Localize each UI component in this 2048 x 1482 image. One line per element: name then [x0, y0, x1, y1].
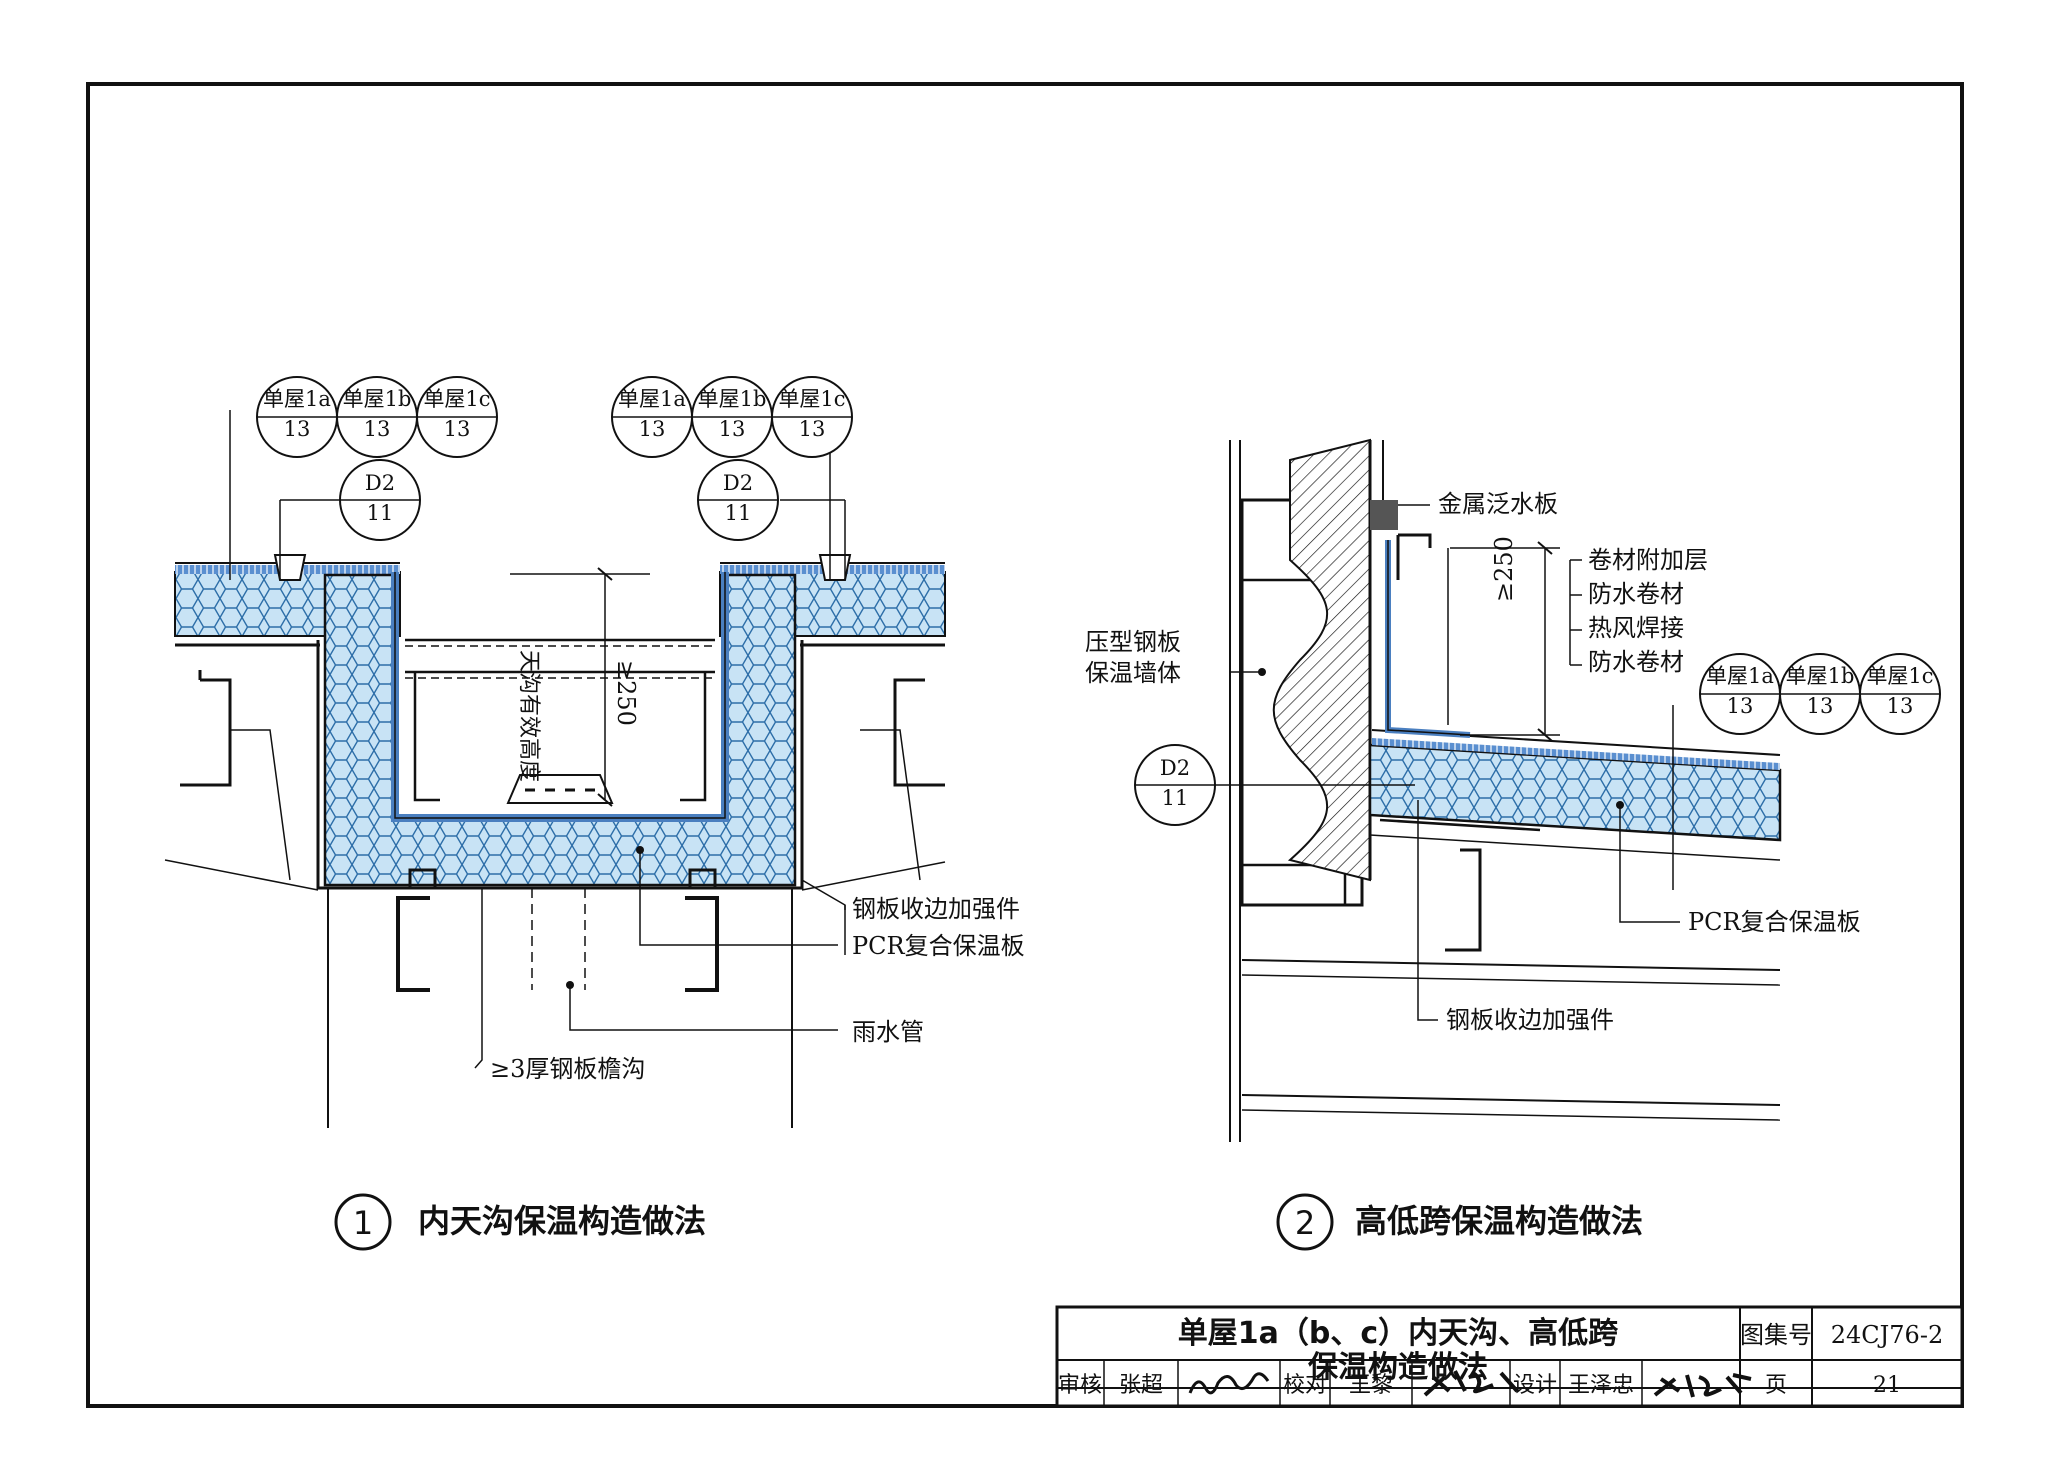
ref-r3-bottom: 13: [799, 417, 826, 441]
tb-title-line1: 单屋1a（b、c）内天沟、高低跨: [1178, 1316, 1619, 1351]
designer-signature: [1653, 1373, 1752, 1398]
label-edge-stiffener-2: 钢板收边加强件: [1446, 1006, 1614, 1034]
label-edge-stiffener-1: 钢板收边加强件: [852, 895, 1020, 923]
ref-r3-top: 单屋1c: [778, 387, 845, 411]
ref-l1-bottom: 13: [284, 417, 311, 441]
tb-atlas-no: 24CJ76-2: [1831, 1321, 1943, 1349]
tb-page-no: 21: [1873, 1373, 1901, 1398]
label-downpipe: 雨水管: [852, 1018, 924, 1046]
label-membrane-3: 热风焊接: [1588, 614, 1684, 642]
wall-insulation: [1272, 438, 1371, 882]
dim-250-detail2: ≥250: [1490, 536, 1518, 602]
ref-d2-1-bottom: 13: [1727, 694, 1754, 718]
ref-d2-2-top: 单屋1b: [1786, 664, 1855, 688]
ref-l1-top: 单屋1a: [263, 387, 331, 411]
tb-checker: 王黎: [1349, 1373, 1393, 1398]
detail-1-number: 1: [353, 1204, 373, 1242]
tb-design-label: 设计: [1513, 1373, 1557, 1398]
ref-r1-bottom: 13: [639, 417, 666, 441]
detail-2-number-circle: [1276, 1193, 1334, 1251]
tb-designer: 王泽忠: [1568, 1373, 1634, 1398]
dim-250-detail1: ≥250: [612, 660, 640, 726]
tb-reviewer: 张超: [1119, 1373, 1163, 1398]
detail-2-drawing: [1160, 438, 1782, 1142]
tb-page-label: 页: [1765, 1373, 1787, 1398]
detail-1-number-circle: [334, 1193, 392, 1251]
detail-2-title: 高低跨保温构造做法: [1355, 1202, 1643, 1240]
ref-l3-bottom: 13: [444, 417, 471, 441]
checker-signature: [1423, 1370, 1519, 1397]
roof-insulation-low: [1368, 743, 1782, 842]
detail-2-number: 2: [1295, 1204, 1315, 1242]
ref-d2-2-bottom: 13: [1807, 694, 1834, 718]
label-pcr-board-1: PCR复合保温板: [852, 932, 1025, 960]
d2-left-bottom: 11: [367, 501, 394, 525]
ref-d2-3-top: 单屋1c: [1866, 664, 1933, 688]
ref-r2-bottom: 13: [719, 417, 746, 441]
d2-left-top: D2: [365, 471, 395, 495]
ref-circles-left: [256, 376, 498, 541]
sheet-border: [86, 82, 1964, 1408]
reviewer-signature: [1188, 1372, 1270, 1395]
label-steel-gutter: ≥3厚钢板檐沟: [490, 1055, 645, 1083]
ref-r1-top: 单屋1a: [618, 387, 686, 411]
label-metal-flashing: 金属泛水板: [1438, 490, 1558, 518]
d2-detail2-bottom: 11: [1162, 786, 1189, 810]
tb-title-line2: 保温构造做法: [1308, 1350, 1488, 1385]
detail-1-title: 内天沟保温构造做法: [418, 1202, 706, 1240]
label-wall-line1: 压型钢板: [1085, 628, 1181, 656]
tb-atlas-label: 图集号: [1740, 1321, 1812, 1349]
ref-circles-right: [611, 376, 853, 541]
membrane-low: [1372, 738, 1780, 770]
ref-r2-top: 单屋1b: [698, 387, 767, 411]
steel-gutter: [316, 640, 804, 890]
label-membrane-2: 防水卷材: [1588, 580, 1684, 608]
ref-l3-top: 单屋1c: [423, 387, 490, 411]
flashing-fixing: [1370, 500, 1398, 530]
drain-grate: [506, 774, 614, 804]
ref-l2-bottom: 13: [364, 417, 391, 441]
gutter-depth-text: 天沟有效高度: [516, 650, 541, 782]
d2-detail2-top: D2: [1160, 756, 1190, 780]
d2-right-top: D2: [723, 471, 753, 495]
d2-right-bottom: 11: [725, 501, 752, 525]
title-block: [1055, 1305, 1964, 1408]
ref-circles-detail2: [1134, 653, 1941, 826]
tb-check-label: 校对: [1283, 1373, 1327, 1398]
label-wall-line2: 保温墙体: [1085, 659, 1181, 687]
label-membrane-1: 卷材附加层: [1588, 546, 1708, 574]
ref-d2-1-top: 单屋1a: [1706, 664, 1774, 688]
detail-1-drawing: [164, 410, 946, 1128]
tb-review-label: 审核: [1058, 1373, 1102, 1398]
label-membrane-4: 防水卷材: [1588, 648, 1684, 676]
ref-l2-top: 单屋1b: [343, 387, 412, 411]
ref-d2-3-bottom: 13: [1887, 694, 1914, 718]
label-pcr-board-2: PCR复合保温板: [1688, 908, 1861, 936]
